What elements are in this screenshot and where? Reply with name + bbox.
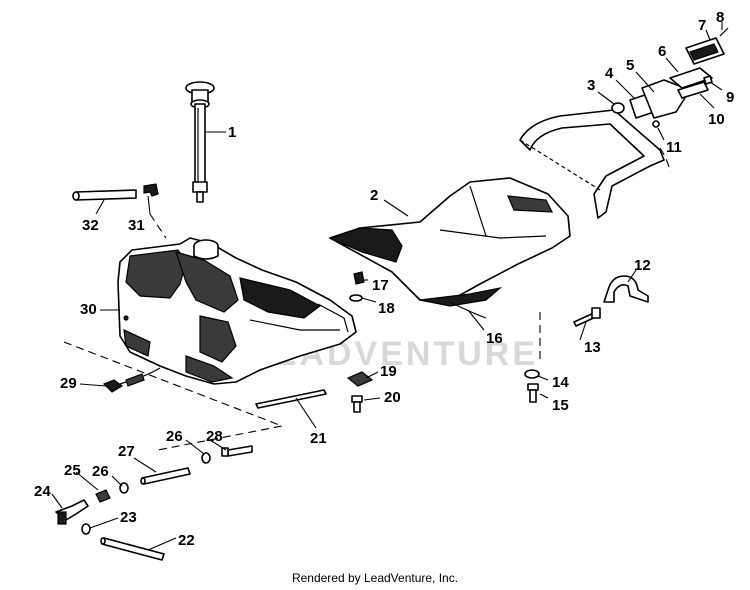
callout-26-lower: 26 xyxy=(92,463,109,480)
part-6-lens[interactable] xyxy=(669,67,713,89)
callout-1: 1 xyxy=(228,124,236,141)
callout-32: 32 xyxy=(82,217,99,234)
callout-20: 20 xyxy=(384,389,401,406)
callout-11: 11 xyxy=(666,139,682,156)
callout-4: 4 xyxy=(605,65,614,82)
callout-18: 18 xyxy=(378,300,395,317)
callout-31: 31 xyxy=(128,217,145,234)
part-12-bracket[interactable] xyxy=(603,275,649,303)
part-13-bolt[interactable] xyxy=(573,307,601,327)
part-28-fitting[interactable] xyxy=(221,445,253,457)
part-26-clamp-upper[interactable] xyxy=(201,452,211,464)
part-25-nut[interactable] xyxy=(95,489,111,503)
footer-credit: Rendered by LeadVenture, Inc. xyxy=(291,571,459,585)
assembly-lines xyxy=(63,147,671,451)
part-17-spacer[interactable] xyxy=(353,271,365,285)
callout-19: 19 xyxy=(380,363,397,380)
callout-9: 9 xyxy=(726,89,734,106)
part-27-hose[interactable] xyxy=(140,467,191,485)
callout-17: 17 xyxy=(372,277,389,294)
part-31-elbow[interactable] xyxy=(143,183,159,197)
callout-labels: 1 2 3 4 5 6 7 8 9 10 11 12 13 14 15 16 1… xyxy=(34,9,734,549)
callout-22: 22 xyxy=(178,532,195,549)
callout-13: 13 xyxy=(584,339,601,356)
part-7-light-housing[interactable] xyxy=(685,37,725,65)
part-19-plate[interactable] xyxy=(346,371,374,387)
callout-29: 29 xyxy=(60,375,77,392)
callout-30: 30 xyxy=(80,301,97,318)
callout-21: 21 xyxy=(310,430,327,447)
part-24-valve[interactable] xyxy=(55,499,89,525)
part-11-nut[interactable] xyxy=(652,120,660,128)
callout-6: 6 xyxy=(658,43,666,60)
callout-2: 2 xyxy=(370,187,378,204)
callout-16: 16 xyxy=(486,330,503,347)
callout-15: 15 xyxy=(552,397,569,414)
part-3-washer[interactable] xyxy=(611,102,625,114)
part-20-bolt[interactable] xyxy=(351,395,363,413)
part-8-screw[interactable] xyxy=(719,27,729,37)
callout-26-upper: 26 xyxy=(166,428,183,445)
part-18-washer[interactable] xyxy=(349,294,363,302)
part-23-clamp[interactable] xyxy=(81,523,91,535)
callout-25: 25 xyxy=(64,462,81,479)
part-2-seat[interactable] xyxy=(328,177,571,307)
leader-lines xyxy=(51,22,723,551)
callout-3: 3 xyxy=(587,77,595,94)
part-1-fuel-sender[interactable] xyxy=(185,81,215,203)
callout-12: 12 xyxy=(634,257,651,274)
callout-14: 14 xyxy=(552,374,569,391)
callout-28: 28 xyxy=(206,428,223,445)
callout-24: 24 xyxy=(34,483,51,500)
callout-23: 23 xyxy=(120,509,137,526)
part-10-gasket[interactable] xyxy=(677,81,709,99)
part-14-washer[interactable] xyxy=(524,369,540,379)
callout-10: 10 xyxy=(708,111,725,128)
callout-7: 7 xyxy=(698,17,706,34)
rear-grab-rail[interactable] xyxy=(519,109,665,219)
callout-27: 27 xyxy=(118,443,135,460)
part-21-strap[interactable] xyxy=(255,389,327,409)
part-22-hose[interactable] xyxy=(100,537,165,561)
part-32-hose[interactable] xyxy=(72,189,137,201)
callout-8: 8 xyxy=(716,9,724,26)
callout-5: 5 xyxy=(626,57,634,74)
part-30-fuel-tank[interactable] xyxy=(117,237,357,385)
part-29-valve[interactable] xyxy=(102,367,161,393)
part-15-bolt[interactable] xyxy=(527,383,539,403)
